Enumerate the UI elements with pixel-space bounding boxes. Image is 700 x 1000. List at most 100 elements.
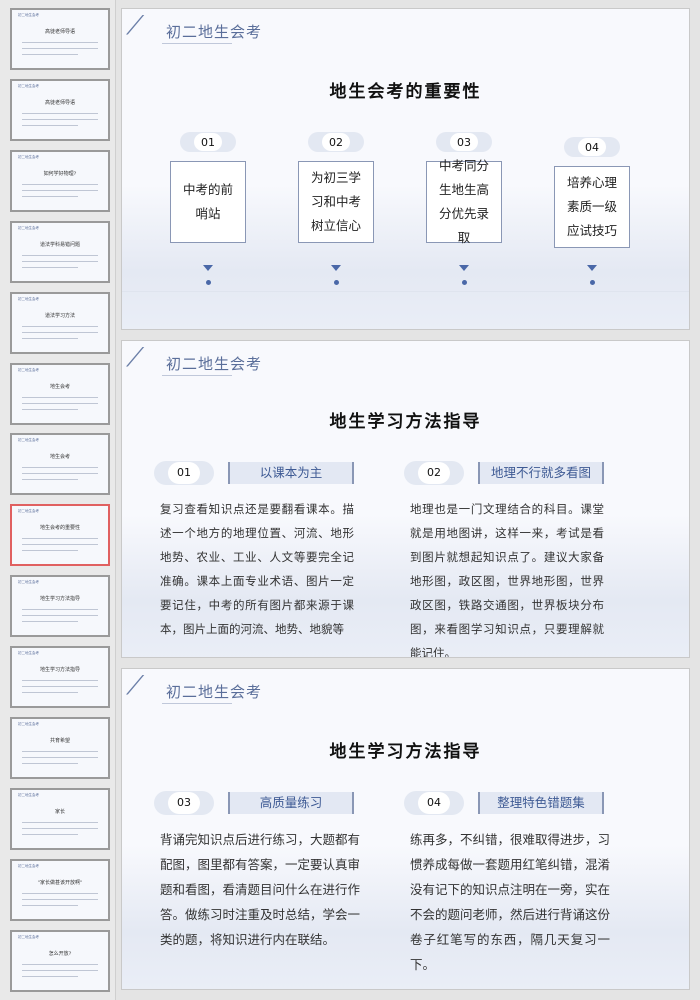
thumbnail-header: 初二地生会考 [18,509,39,514]
thumbnail-header: 初二地生会考 [18,296,39,301]
thumbnail-header: 初二地生会考 [18,863,39,868]
slide-methods-1[interactable]: ⟋ 初二地生会考 地生学习方法指导 01 以课本为主 复习查看知识点还是要翻看课… [121,340,690,658]
bamboo-leaf-icon: ⟋ [126,343,145,373]
thumbnail-header: 初二地生会考 [18,83,39,88]
thumbnail-header: 初二地生会考 [18,722,39,726]
thumbnail-title: 地生会考的重要性 [39,525,80,532]
thumbnail-text-line [22,757,98,758]
thumbnail-title: 高徒老师导语 [44,29,75,35]
thumbnail-text-line [22,402,98,404]
slide-thumbnail[interactable]: 初二地生会考 地生会考 [10,433,110,496]
timeline-dot [205,280,211,285]
thumbnail-title: 共育希望 [49,738,70,744]
slide-thumbnail[interactable]: 初二地生会考 地生学习方法指导 [10,575,110,638]
slide-header: 初二地生会考 [166,355,263,373]
slide-thumbnail[interactable]: 初二地生会考 地生会考的重要性 [10,504,110,567]
thumbnail-text-line [22,118,98,120]
header-divider [162,375,232,376]
thumbnail-text-line [22,615,98,617]
slide-thumbnail[interactable]: 初二地生会考 地生会考 [10,362,110,425]
section-body: 练再多，不纠错，很难取得进步，习惯养成每做一套题用红笔纠错，混淆没有记下的知识点… [410,832,611,972]
thumbnail-title: "家长做甚该开放啊" [37,879,83,886]
slide-thumbnail[interactable]: 初二地生会考 高徒老师导语 [10,8,110,70]
slide-title: 地生学习方法指导 [329,742,482,762]
item-number-badge: 03 [436,132,492,152]
thumbnail-text-line [22,408,78,410]
thumbnail-text-line [22,751,98,752]
thumbnail-text-line [22,963,98,965]
thumbnail-title: 地生学习方法指导 [39,667,80,674]
importance-card: 中考的前哨站 [170,161,246,243]
thumbnail-text-line [22,337,78,339]
slide-thumbnail[interactable]: 初二地生会考 道法学科易错问题 [10,220,110,283]
header-divider [162,703,232,704]
item-number: 01 [194,133,222,151]
item-number: 03 [450,133,478,151]
thumbnail-header: 初二地生会考 [18,438,39,443]
slide-methods-2[interactable]: ⟋ 初二地生会考 地生学习方法指导 03 高质量练习 背诵完知识点后进行练习，大… [121,668,690,990]
slide-thumbnail[interactable]: 初二地生会考 共育希望 [10,717,110,779]
slide-thumbnail[interactable]: 初二地生会考 道法学习方法 [10,291,110,354]
thumbnail-text-line [22,325,98,327]
card-text: 培养心理素质一级应试技巧 [566,175,617,238]
item-number: 02 [322,133,350,151]
item-number-badge: 04 [564,137,620,157]
triangle-down-icon [203,265,213,271]
slide-thumbnail[interactable]: 初二地生会考 "家长做甚该开放啊" [10,858,110,921]
thumbnail-text-line [22,266,78,268]
thumbnail-text-line [22,609,98,611]
thumbnail-text-line [22,827,98,829]
thumbnail-text-line [22,904,78,906]
slide-thumbnail-panel[interactable]: 初二地生会考 高徒老师导语 初二地生会考 高徒老师导语 初二地生会考 如何学好物… [0,0,116,1000]
slide-header: 初二地生会考 [166,683,263,701]
item-number: 04 [578,138,606,156]
item-number-badge: 02 [308,132,364,152]
thumbnail-header: 初二地生会考 [18,13,39,17]
timeline-line [122,291,689,292]
triangle-down-icon [331,265,341,271]
card-text: 中考的前哨站 [182,182,233,221]
thumbnail-text-line [22,975,78,977]
thumbnail-text-line [22,692,78,694]
thumbnail-text-line [22,763,78,764]
thumbnail-title: 地生学习方法指导 [39,596,80,603]
slide-title: 地生学习方法指导 [329,412,482,432]
slide-importance[interactable]: ⟋ 初二地生会考 地生会考的重要性 01 中考的前哨站 02 为初三学习和中考树… [121,8,690,330]
section-body: 地理也是一门文理结合的科目。课堂就是用地图讲，这样一来，考试是看到图片就想起知识… [410,502,604,658]
slide-thumbnail[interactable]: 初二地生会考 家长 [10,787,110,850]
thumbnail-title: 怎么开放? [48,950,72,957]
section-heading: 整理特色错题集 [478,792,604,814]
thumbnail-title: 高徒老师导语 [44,99,75,106]
triangle-down-icon [459,265,469,271]
thumbnail-text-line [22,260,98,262]
section-number: 04 [418,792,450,814]
importance-card: 为初三学习和中考树立信心 [298,161,374,243]
thumbnail-header: 初二地生会考 [18,225,39,230]
thumbnail-text-line [22,680,98,682]
section-number: 01 [168,462,200,484]
item-number-badge: 01 [180,132,236,152]
thumbnail-header: 初二地生会考 [18,367,39,372]
slide-thumbnail[interactable]: 初二地生会考 如何学好物理? [10,149,110,212]
importance-card: 培养心理素质一级应试技巧 [554,166,630,248]
thumbnail-text-line [22,544,98,546]
triangle-down-icon [587,265,597,271]
section-number-badge: 04 [404,791,464,815]
slide-thumbnail[interactable]: 初二地生会考 怎么开放? [10,929,110,992]
importance-card: 中考同分生地生高分优先录取 [426,158,502,245]
section-number-badge: 01 [154,461,214,485]
bamboo-leaf-icon: ⟋ [126,671,145,701]
thumbnail-text-line [22,969,98,971]
thumbnail-text-line [22,124,78,126]
thumbnail-header: 初二地生会考 [18,154,39,159]
mountain-background [122,845,689,989]
section-heading: 以课本为主 [228,462,354,484]
section-number-badge: 02 [404,461,464,485]
slide-thumbnail[interactable]: 初二地生会考 地生学习方法指导 [10,646,110,709]
thumbnail-title: 道法学科易错问题 [39,241,80,248]
slide-thumbnail[interactable]: 初二地生会考 高徒老师导语 [10,78,110,141]
thumbnail-text-line [22,396,98,398]
thumbnail-title: 道法学习方法 [44,312,75,319]
timeline-dot [461,280,467,285]
slide-title: 地生会考的重要性 [329,82,482,102]
